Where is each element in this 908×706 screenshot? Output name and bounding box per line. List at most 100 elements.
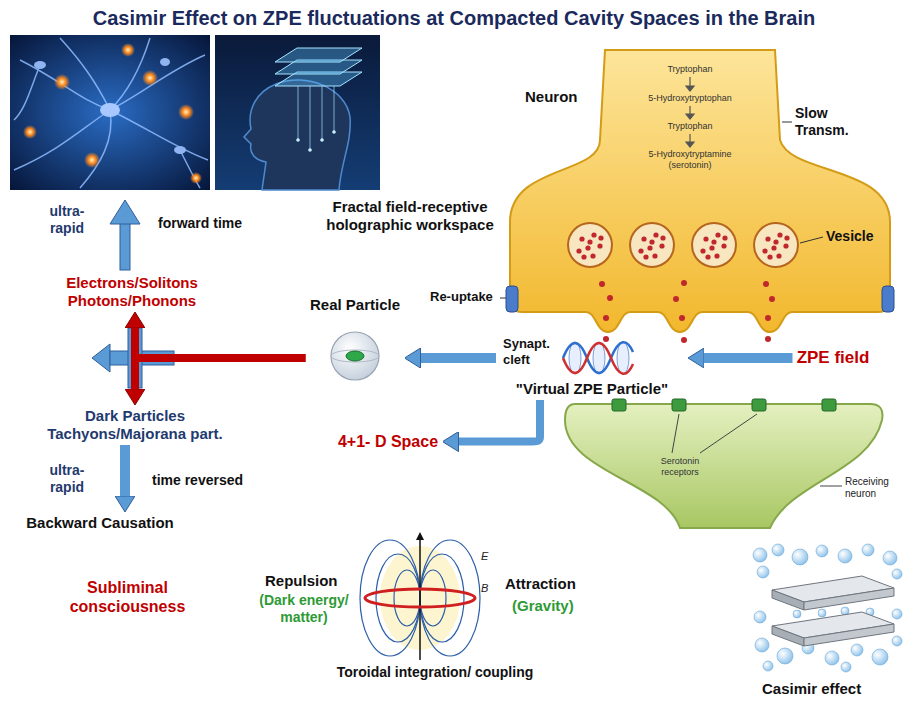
space-label: 4+1- D Space bbox=[334, 430, 443, 453]
presynaptic-neuron-shape bbox=[686, 142, 694, 147]
casimir-plates-figure bbox=[816, 545, 828, 557]
neural-network-photo bbox=[14, 65, 40, 120]
receiving-neuron-shape bbox=[820, 486, 842, 487]
holographic-head-photo bbox=[322, 86, 323, 140]
time-note: time reversed bbox=[152, 472, 243, 489]
particle-group: Electrons/Solitons Photons/Phonons bbox=[32, 272, 232, 312]
receiving-neuron: Serotonin receptorsReceiving neuron bbox=[560, 404, 905, 528]
casimir-plates-figure bbox=[772, 576, 894, 646]
neural-network-photo bbox=[80, 110, 111, 188]
presynaptic-neuron-shape bbox=[568, 223, 612, 267]
presynaptic-neuron-shape bbox=[765, 315, 771, 321]
presynaptic-neuron-shape bbox=[673, 296, 679, 302]
neural-network-photo bbox=[174, 146, 186, 154]
presynaptic-neuron-shape bbox=[763, 281, 769, 287]
toroid-figure bbox=[419, 534, 421, 660]
particle-group-text: Dark Particles Tachyons/Majorana part. bbox=[39, 407, 231, 443]
casimir-plates-figure bbox=[772, 590, 804, 610]
receiving-neuron-shape bbox=[752, 399, 766, 411]
casimir-plates-figure bbox=[772, 626, 804, 646]
real-particle: Real Particle bbox=[306, 294, 405, 386]
consciousness-label: Subliminal consciousness bbox=[35, 578, 220, 616]
figure-caption: Casimir effect bbox=[762, 680, 861, 698]
presynaptic-neuron-shape bbox=[800, 237, 823, 243]
holographic-head-photo bbox=[310, 86, 311, 150]
field-symbol: B bbox=[481, 582, 488, 595]
casimir-plates-figure bbox=[793, 610, 801, 618]
receiving-neuron-shape bbox=[612, 399, 836, 411]
presynaptic-neuron-shape bbox=[607, 295, 613, 301]
presynaptic-neuron-shape bbox=[686, 86, 694, 91]
casimir-plates-figure bbox=[754, 611, 766, 623]
part-label: Serotonin receptors bbox=[650, 456, 710, 478]
neural-network-photo bbox=[190, 172, 202, 184]
causation-label-text: Backward Causation bbox=[26, 514, 174, 532]
casimir-plates-figure bbox=[763, 661, 773, 671]
presynaptic-neuron: NeuronTryptophan5-HydroxytryptophanTrypt… bbox=[505, 50, 900, 335]
pathway-step: 5-Hydroxytryptamine (serotonin) bbox=[638, 149, 742, 171]
neural-network-photo bbox=[110, 55, 205, 110]
forward-arrow bbox=[110, 200, 140, 224]
neural-network-photo bbox=[142, 70, 158, 86]
four-way-cross bbox=[92, 344, 110, 372]
receiving-neuron-shape bbox=[700, 414, 757, 453]
presynaptic-neuron-shape bbox=[500, 298, 506, 299]
space-label-text: 4+1- D Space bbox=[338, 432, 439, 451]
toroid-figure bbox=[416, 532, 424, 540]
receiving-neuron-shape bbox=[822, 399, 836, 411]
holographic-head-photo bbox=[308, 148, 312, 152]
figure-caption: Toroidal integration/ coupling bbox=[335, 664, 535, 681]
connector-arrow bbox=[135, 358, 306, 389]
real-particle-sphere bbox=[346, 351, 364, 361]
casimir-plates-figure bbox=[753, 544, 902, 672]
field-symbol: E bbox=[481, 550, 488, 563]
casimir-plates-figure bbox=[841, 662, 851, 672]
presynaptic-neuron-shape bbox=[510, 50, 890, 332]
holographic-head-photo bbox=[296, 138, 300, 142]
casimir-plates-figure bbox=[755, 638, 769, 652]
speed-note: ultra-rapid bbox=[40, 203, 94, 237]
neural-network-photo bbox=[10, 35, 210, 190]
force-label: Attraction bbox=[505, 575, 576, 593]
casimir-plates-figure bbox=[818, 609, 826, 617]
presynaptic-neuron-shape bbox=[599, 280, 775, 343]
force-note: (Gravity) bbox=[512, 597, 574, 615]
real-particle-sphere bbox=[331, 350, 379, 362]
presynaptic-neuron-shape bbox=[700, 232, 727, 259]
casimir-plates-figure bbox=[777, 648, 793, 664]
part-label: Slow Transm. bbox=[795, 105, 879, 139]
holographic-head-photo bbox=[296, 130, 336, 152]
particle-group: Dark Particles Tachyons/Majorana part. bbox=[35, 405, 235, 445]
presynaptic-neuron-shape bbox=[599, 281, 605, 287]
holographic-head-photo bbox=[244, 80, 350, 190]
neural-network-photo bbox=[60, 38, 110, 110]
neural-network-photo bbox=[178, 104, 194, 120]
presynaptic-neuron-shape bbox=[882, 286, 894, 312]
presynaptic-neuron-shape bbox=[754, 223, 798, 267]
presynaptic-neuron-shape bbox=[506, 286, 518, 312]
virtual-particle-wave bbox=[563, 343, 633, 374]
virtual-particle-wave bbox=[593, 342, 605, 374]
casimir-plates-figure bbox=[772, 544, 784, 556]
presynaptic-neuron-shape bbox=[603, 315, 609, 321]
neural-network-photo bbox=[23, 125, 37, 139]
presynaptic-neuron-shape bbox=[630, 223, 674, 267]
presynaptic-neuron-shape bbox=[686, 114, 694, 119]
presynaptic-neuron-shape bbox=[681, 337, 687, 343]
part-label: Re-uptake bbox=[430, 289, 493, 305]
holographic-head-photo bbox=[332, 130, 336, 134]
casimir-plates-figure bbox=[892, 569, 902, 579]
holographic-head-photo bbox=[320, 138, 324, 142]
neural-network-photo bbox=[84, 152, 100, 168]
presynaptic-neuron-shape bbox=[576, 232, 603, 259]
toroid-figure bbox=[365, 589, 475, 607]
pathway-step: 5-Hydroxytryptophan bbox=[638, 93, 742, 104]
holographic-head-photo bbox=[334, 86, 335, 132]
casimir-plates-figure bbox=[892, 609, 902, 619]
toroid-figure bbox=[360, 532, 480, 660]
receiving-neuron-shape bbox=[672, 414, 679, 453]
casimir-plates-figure bbox=[804, 624, 894, 646]
toroid-figure bbox=[376, 554, 420, 642]
time-note: forward time bbox=[158, 215, 242, 232]
